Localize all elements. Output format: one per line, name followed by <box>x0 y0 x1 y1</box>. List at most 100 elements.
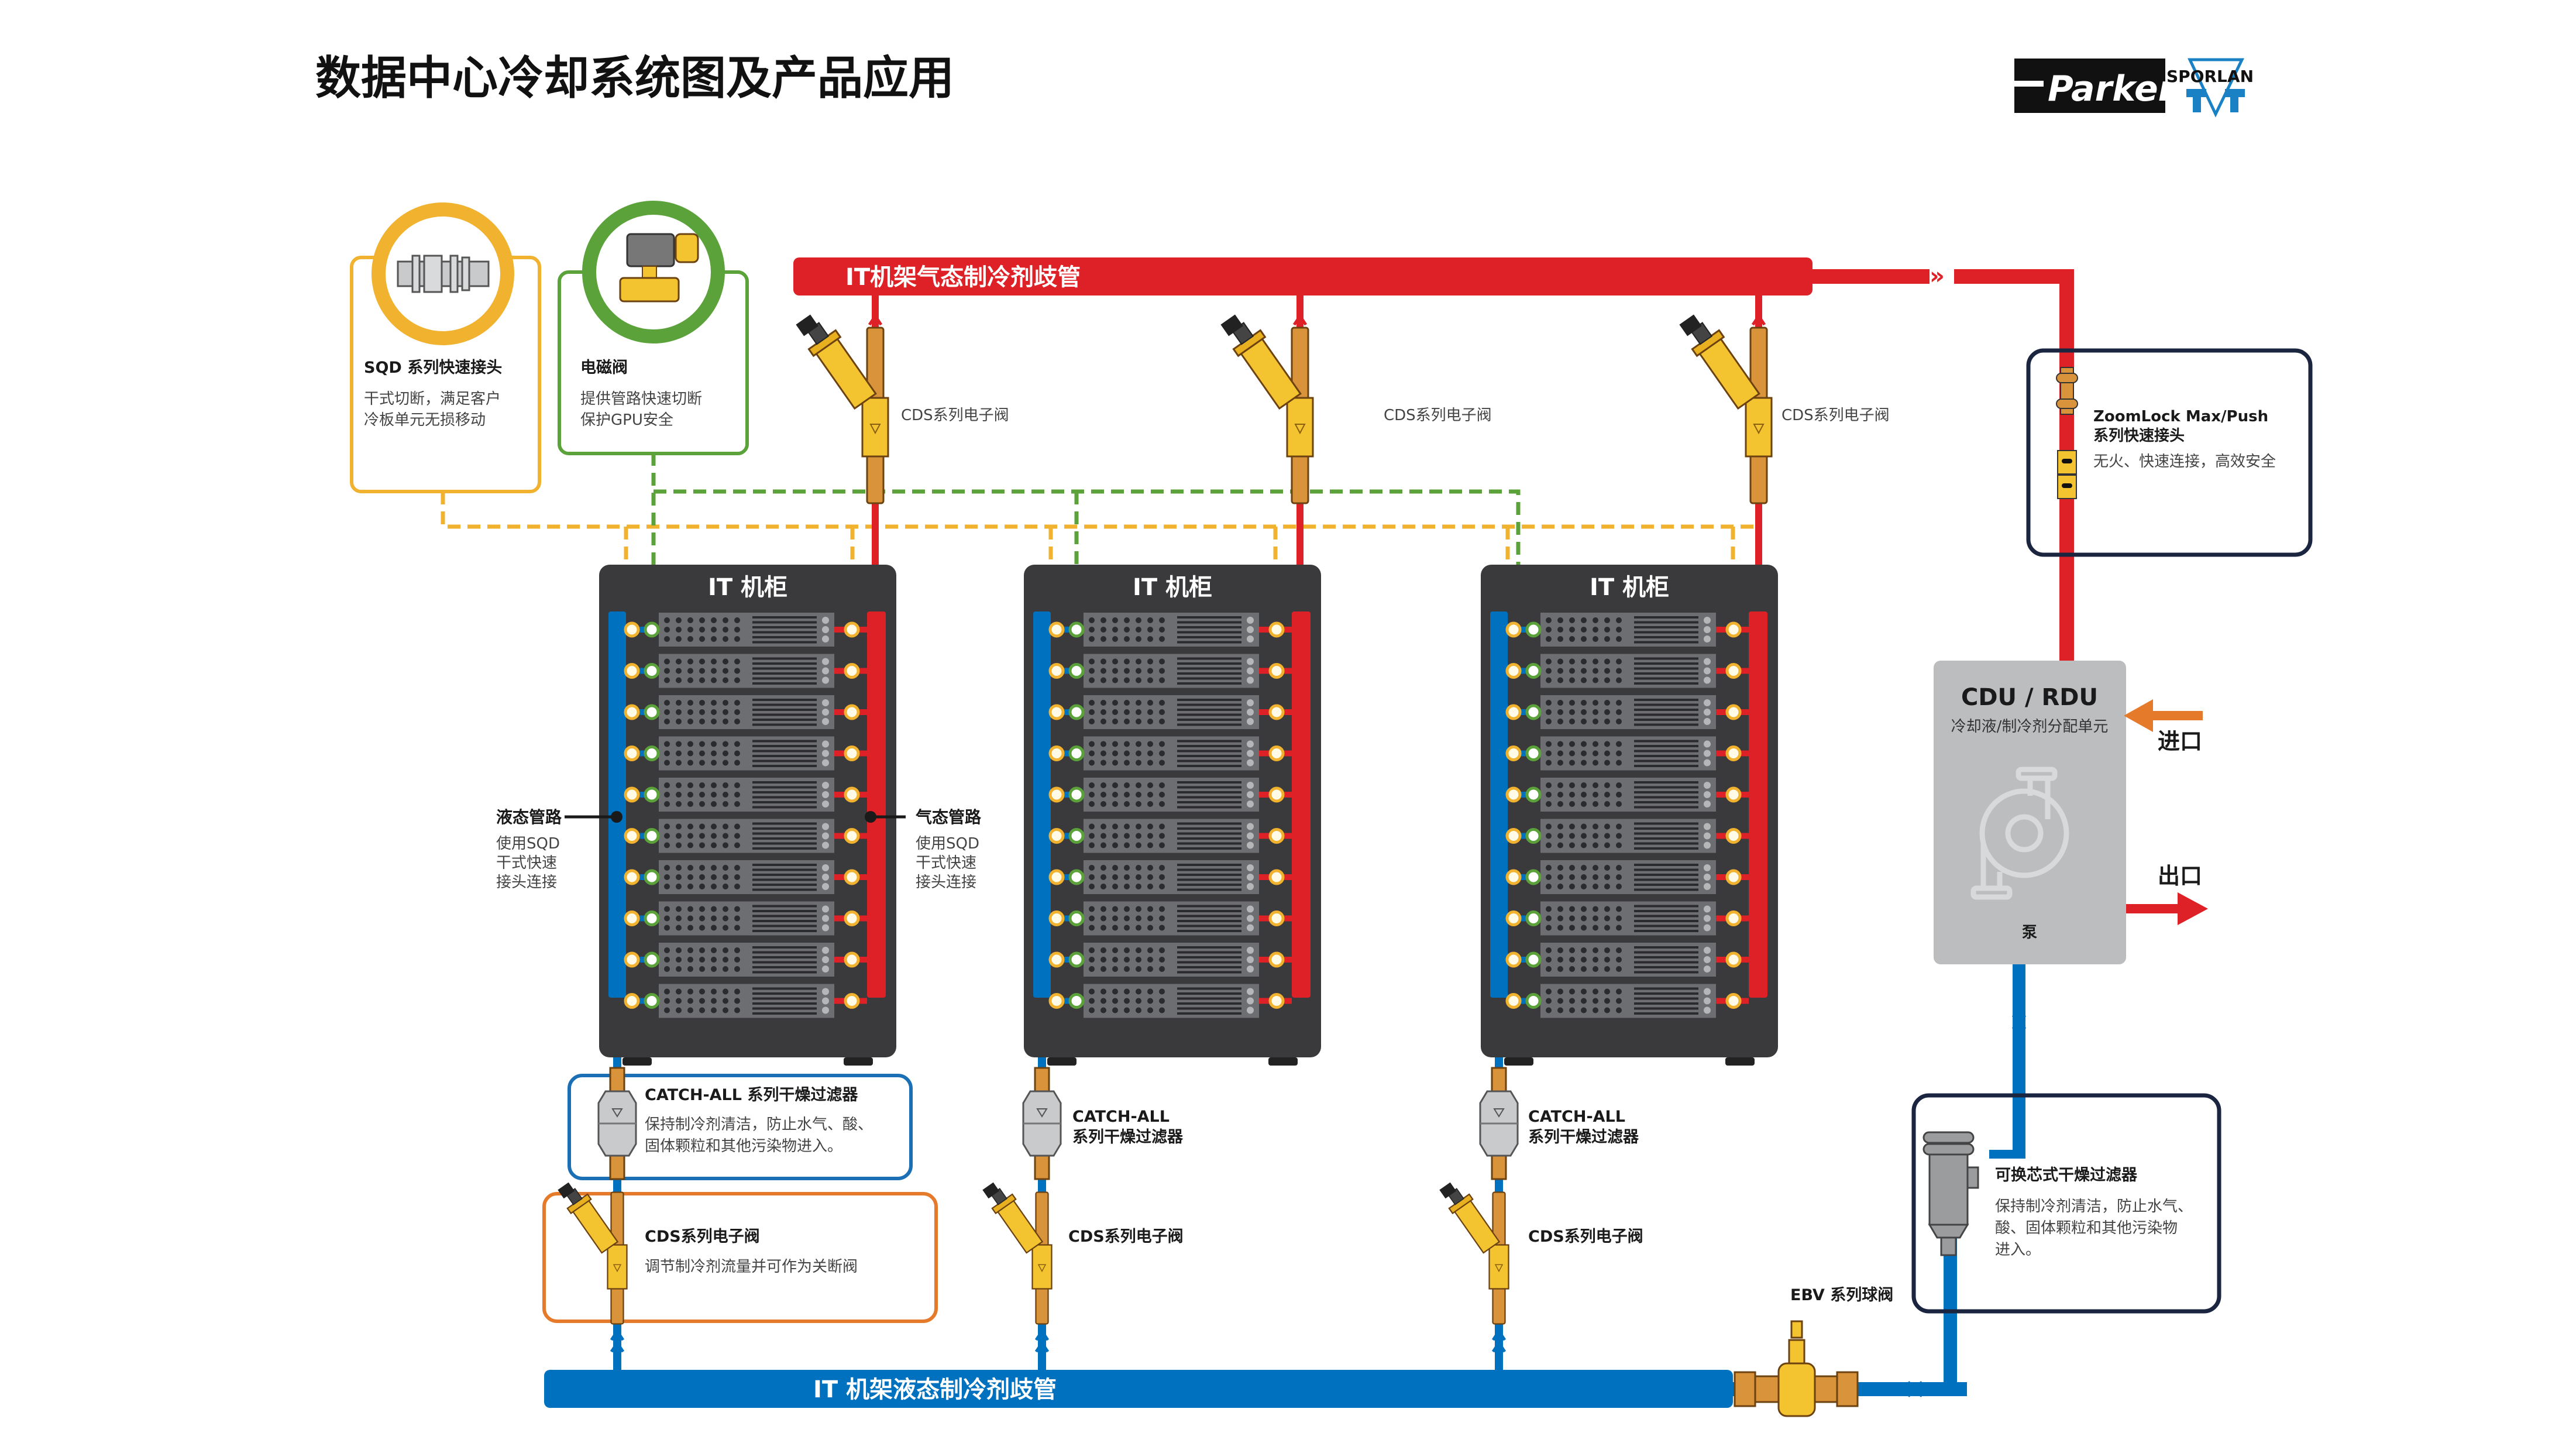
sqd-connector-gas[interactable] <box>1268 786 1285 803</box>
solenoid-valve-node[interactable] <box>1068 869 1085 885</box>
sqd-connector-gas[interactable] <box>844 663 860 679</box>
solenoid-valve-node[interactable] <box>1525 828 1542 844</box>
cds-valve-rack-1[interactable] <box>555 1176 628 1325</box>
sqd-connector-liquid[interactable] <box>1505 786 1522 803</box>
sqd-connector-liquid[interactable] <box>1505 951 1522 968</box>
solenoid-valve-node[interactable] <box>1525 869 1542 885</box>
sqd-connector-liquid[interactable] <box>1505 704 1522 720</box>
catch-all-filter-3[interactable] <box>1479 1067 1519 1180</box>
solenoid-valve-node[interactable] <box>644 704 660 720</box>
solenoid-valve-node[interactable] <box>1525 621 1542 638</box>
sqd-connector-liquid[interactable] <box>624 951 640 968</box>
sqd-connector-liquid[interactable] <box>624 869 640 885</box>
cdu-unit[interactable]: CDU / RDU 冷却液/制冷剂分配单元 泵 <box>1934 661 2126 964</box>
sqd-connector-liquid[interactable] <box>1505 745 1522 761</box>
sqd-connector-gas[interactable] <box>844 869 860 885</box>
sqd-connector-liquid[interactable] <box>1048 786 1065 803</box>
solenoid-valve-node[interactable] <box>1068 993 1085 1009</box>
solenoid-valve-node[interactable] <box>1068 621 1085 638</box>
solenoid-valve-node[interactable] <box>1525 663 1542 679</box>
sqd-connector-gas[interactable] <box>1268 951 1285 968</box>
solenoid-valve-node[interactable] <box>644 869 660 885</box>
ebv-ball-valve[interactable] <box>1734 1320 1859 1417</box>
sqd-connector-gas[interactable] <box>1268 869 1285 885</box>
solenoid-valve-node[interactable] <box>1068 663 1085 679</box>
solenoid-valve-node[interactable] <box>1525 786 1542 803</box>
sqd-connector-gas[interactable] <box>844 951 860 968</box>
sqd-connector-gas[interactable] <box>844 828 860 844</box>
top-cds-valve-1[interactable] <box>792 307 889 504</box>
solenoid-valve-node[interactable] <box>644 910 660 926</box>
sqd-connector-liquid[interactable] <box>624 828 640 844</box>
solenoid-valve-node[interactable] <box>1068 786 1085 803</box>
catch-all-filter-1[interactable] <box>597 1067 637 1180</box>
sqd-connector-gas[interactable] <box>1268 828 1285 844</box>
sqd-connector-gas[interactable] <box>1725 828 1742 844</box>
sqd-connector-liquid[interactable] <box>624 704 640 720</box>
sqd-connector-gas[interactable] <box>1725 621 1742 638</box>
sqd-connector-gas[interactable] <box>1725 951 1742 968</box>
sqd-connector-gas[interactable] <box>1725 704 1742 720</box>
sqd-connector-liquid[interactable] <box>624 621 640 638</box>
sqd-connector-gas[interactable] <box>1268 621 1285 638</box>
sqd-connector-gas[interactable] <box>844 786 860 803</box>
sqd-connector-gas[interactable] <box>1268 704 1285 720</box>
zoomlock-fitting-icon[interactable] <box>2056 367 2078 499</box>
sqd-connector-liquid[interactable] <box>1048 621 1065 638</box>
sqd-connector-liquid[interactable] <box>1048 951 1065 968</box>
sqd-connector-gas[interactable] <box>1725 869 1742 885</box>
sqd-connector-gas[interactable] <box>1268 910 1285 926</box>
sqd-connector-liquid[interactable] <box>1048 663 1065 679</box>
sqd-connector-liquid[interactable] <box>1048 704 1065 720</box>
sqd-connector-gas[interactable] <box>1725 993 1742 1009</box>
solenoid-valve-node[interactable] <box>644 786 660 803</box>
solenoid-valve-node[interactable] <box>1068 910 1085 926</box>
solenoid-valve-node[interactable] <box>1068 828 1085 844</box>
solenoid-valve-node[interactable] <box>1068 704 1085 720</box>
sqd-connector-gas[interactable] <box>844 704 860 720</box>
solenoid-valve-node[interactable] <box>644 621 660 638</box>
solenoid-valve-node[interactable] <box>1525 704 1542 720</box>
sqd-connector-gas[interactable] <box>1725 663 1742 679</box>
sqd-connector-liquid[interactable] <box>1505 828 1522 844</box>
top-cds-valve-3[interactable] <box>1675 307 1773 504</box>
sqd-connector-gas[interactable] <box>1725 745 1742 761</box>
sqd-connector-liquid[interactable] <box>1048 828 1065 844</box>
sqd-connector-liquid[interactable] <box>1505 663 1522 679</box>
sqd-connector-liquid[interactable] <box>1048 745 1065 761</box>
sqd-connector-gas[interactable] <box>844 993 860 1009</box>
sqd-connector-liquid[interactable] <box>624 663 640 679</box>
sqd-connector-liquid[interactable] <box>1505 993 1522 1009</box>
sqd-connector-liquid[interactable] <box>624 786 640 803</box>
sqd-connector-gas[interactable] <box>1725 786 1742 803</box>
catch-all-filter-2[interactable] <box>1022 1067 1062 1180</box>
sqd-connector-liquid[interactable] <box>624 745 640 761</box>
sqd-connector-gas[interactable] <box>1268 745 1285 761</box>
solenoid-valve-node[interactable] <box>1068 745 1085 761</box>
solenoid-valve-node[interactable] <box>1525 745 1542 761</box>
solenoid-valve-node[interactable] <box>1525 993 1542 1009</box>
sqd-connector-gas[interactable] <box>844 745 860 761</box>
sqd-connector-gas[interactable] <box>1268 663 1285 679</box>
cds-valve-rack-3[interactable] <box>1436 1176 1509 1325</box>
solenoid-valve-node[interactable] <box>644 663 660 679</box>
solenoid-valve-node[interactable] <box>644 828 660 844</box>
solenoid-valve-node[interactable] <box>1068 951 1085 968</box>
replaceable-core-filter-icon[interactable] <box>1922 1131 1979 1256</box>
top-cds-valve-2[interactable] <box>1216 307 1314 504</box>
solenoid-valve-node[interactable] <box>1525 910 1542 926</box>
sqd-connector-liquid[interactable] <box>1048 993 1065 1009</box>
solenoid-valve-node[interactable] <box>644 745 660 761</box>
solenoid-valve-node[interactable] <box>1525 951 1542 968</box>
sqd-connector-liquid[interactable] <box>1505 869 1522 885</box>
sqd-connector-gas[interactable] <box>1725 910 1742 926</box>
sqd-connector-liquid[interactable] <box>1505 621 1522 638</box>
sqd-connector-gas[interactable] <box>844 621 860 638</box>
solenoid-valve-node[interactable] <box>644 993 660 1009</box>
sqd-connector-liquid[interactable] <box>1505 910 1522 926</box>
sqd-connector-gas[interactable] <box>1268 993 1285 1009</box>
solenoid-valve-node[interactable] <box>644 951 660 968</box>
sqd-connector-liquid[interactable] <box>624 910 640 926</box>
sqd-connector-liquid[interactable] <box>1048 910 1065 926</box>
sqd-connector-liquid[interactable] <box>1048 869 1065 885</box>
